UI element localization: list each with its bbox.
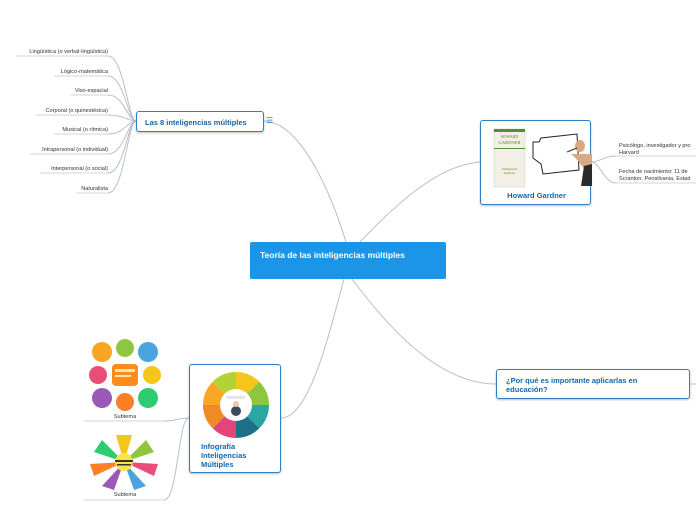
topic-gardner[interactable]: HOWARD GARDNER Inteligencias múltiples H… [480, 120, 592, 205]
fact-profesion-line1: Psicólogo, investigador y pro [619, 143, 691, 149]
topic-porque[interactable]: ¿Por qué es importante aplicarlas en edu… [496, 369, 690, 399]
link-infografia [280, 278, 345, 419]
topic-inteligencias-title: Las 8 inteligencias múltiples [145, 118, 247, 127]
fact-nacimiento[interactable]: Fecha de nacimiento: 11 de Scranton, Pen… [619, 169, 691, 183]
subtema-star-picture[interactable] [86, 433, 162, 491]
subtema-2-label[interactable]: Subtema [113, 492, 137, 498]
leaf-viso-espacial[interactable]: Viso-espacial [74, 88, 108, 94]
topic-porque-title: ¿Por qué es importante aplicarlas en edu… [506, 376, 638, 394]
link-leaf-1 [107, 55, 137, 122]
leaf-corporal[interactable]: Corporal (o quinestésica) [45, 108, 109, 114]
leaf-logico-matematica[interactable]: Lógico-matemática [60, 69, 108, 75]
central-topic-title: Teoría de las inteligencias múltiples [260, 250, 405, 260]
fact-nacimiento-line1: Fecha de nacimiento: 11 de [619, 169, 688, 175]
fact-nacimiento-line2: Scranton, Pensilvania, Estad [619, 176, 691, 182]
fact-profesion-line2: Harvard [619, 150, 639, 156]
link-fact-1 [590, 155, 617, 163]
topic-inteligencias[interactable]: Las 8 inteligencias múltiples [136, 111, 264, 132]
link-porque [351, 278, 497, 385]
fact-profesion[interactable]: Psicólogo, investigador y pro Harvard [619, 143, 691, 157]
leaf-naturalista[interactable]: Naturalista [81, 186, 108, 192]
leaf-musical[interactable]: Musical (o rítmica) [62, 127, 108, 133]
book-title-2: múltiples [504, 171, 516, 175]
infografia-wheel-picture [203, 372, 269, 438]
link-subtema-1 [163, 417, 190, 422]
leaf-interpersonal[interactable]: Interpersonal (o social) [51, 166, 108, 172]
topic-infografia-title: Infografía Inteligencias Múltiples [201, 442, 247, 469]
book-author-1: HOWARD [501, 134, 519, 139]
leaf-intrapersonal[interactable]: Intrapersonal (o individual) [42, 147, 108, 153]
topic-gardner-title: Howard Gardner [507, 191, 566, 200]
link-inteligencias [263, 120, 347, 243]
subtema-1-label[interactable]: Subtema [113, 414, 137, 420]
leaf-linguistica[interactable]: Lingüística (o verbal-lingüística) [29, 49, 108, 55]
topic-infografia[interactable]: Infografía Inteligencias Múltiples [189, 364, 281, 473]
link-leaf-3 [107, 94, 137, 122]
link-fact-2 [590, 161, 617, 184]
link-leaf-8 [107, 120, 137, 194]
notes-icon[interactable]: ☰ [266, 116, 274, 125]
gardner-picture: HOWARD GARDNER Inteligencias múltiples [493, 128, 592, 188]
subtema-collage-picture[interactable] [88, 338, 162, 412]
link-gardner [359, 161, 481, 243]
link-subtema-2 [163, 417, 190, 501]
book-author-2: GARDNER [498, 140, 521, 145]
central-topic[interactable]: Teoría de las inteligencias múltiples [250, 242, 446, 279]
book-title-1: Inteligencias [502, 167, 518, 171]
